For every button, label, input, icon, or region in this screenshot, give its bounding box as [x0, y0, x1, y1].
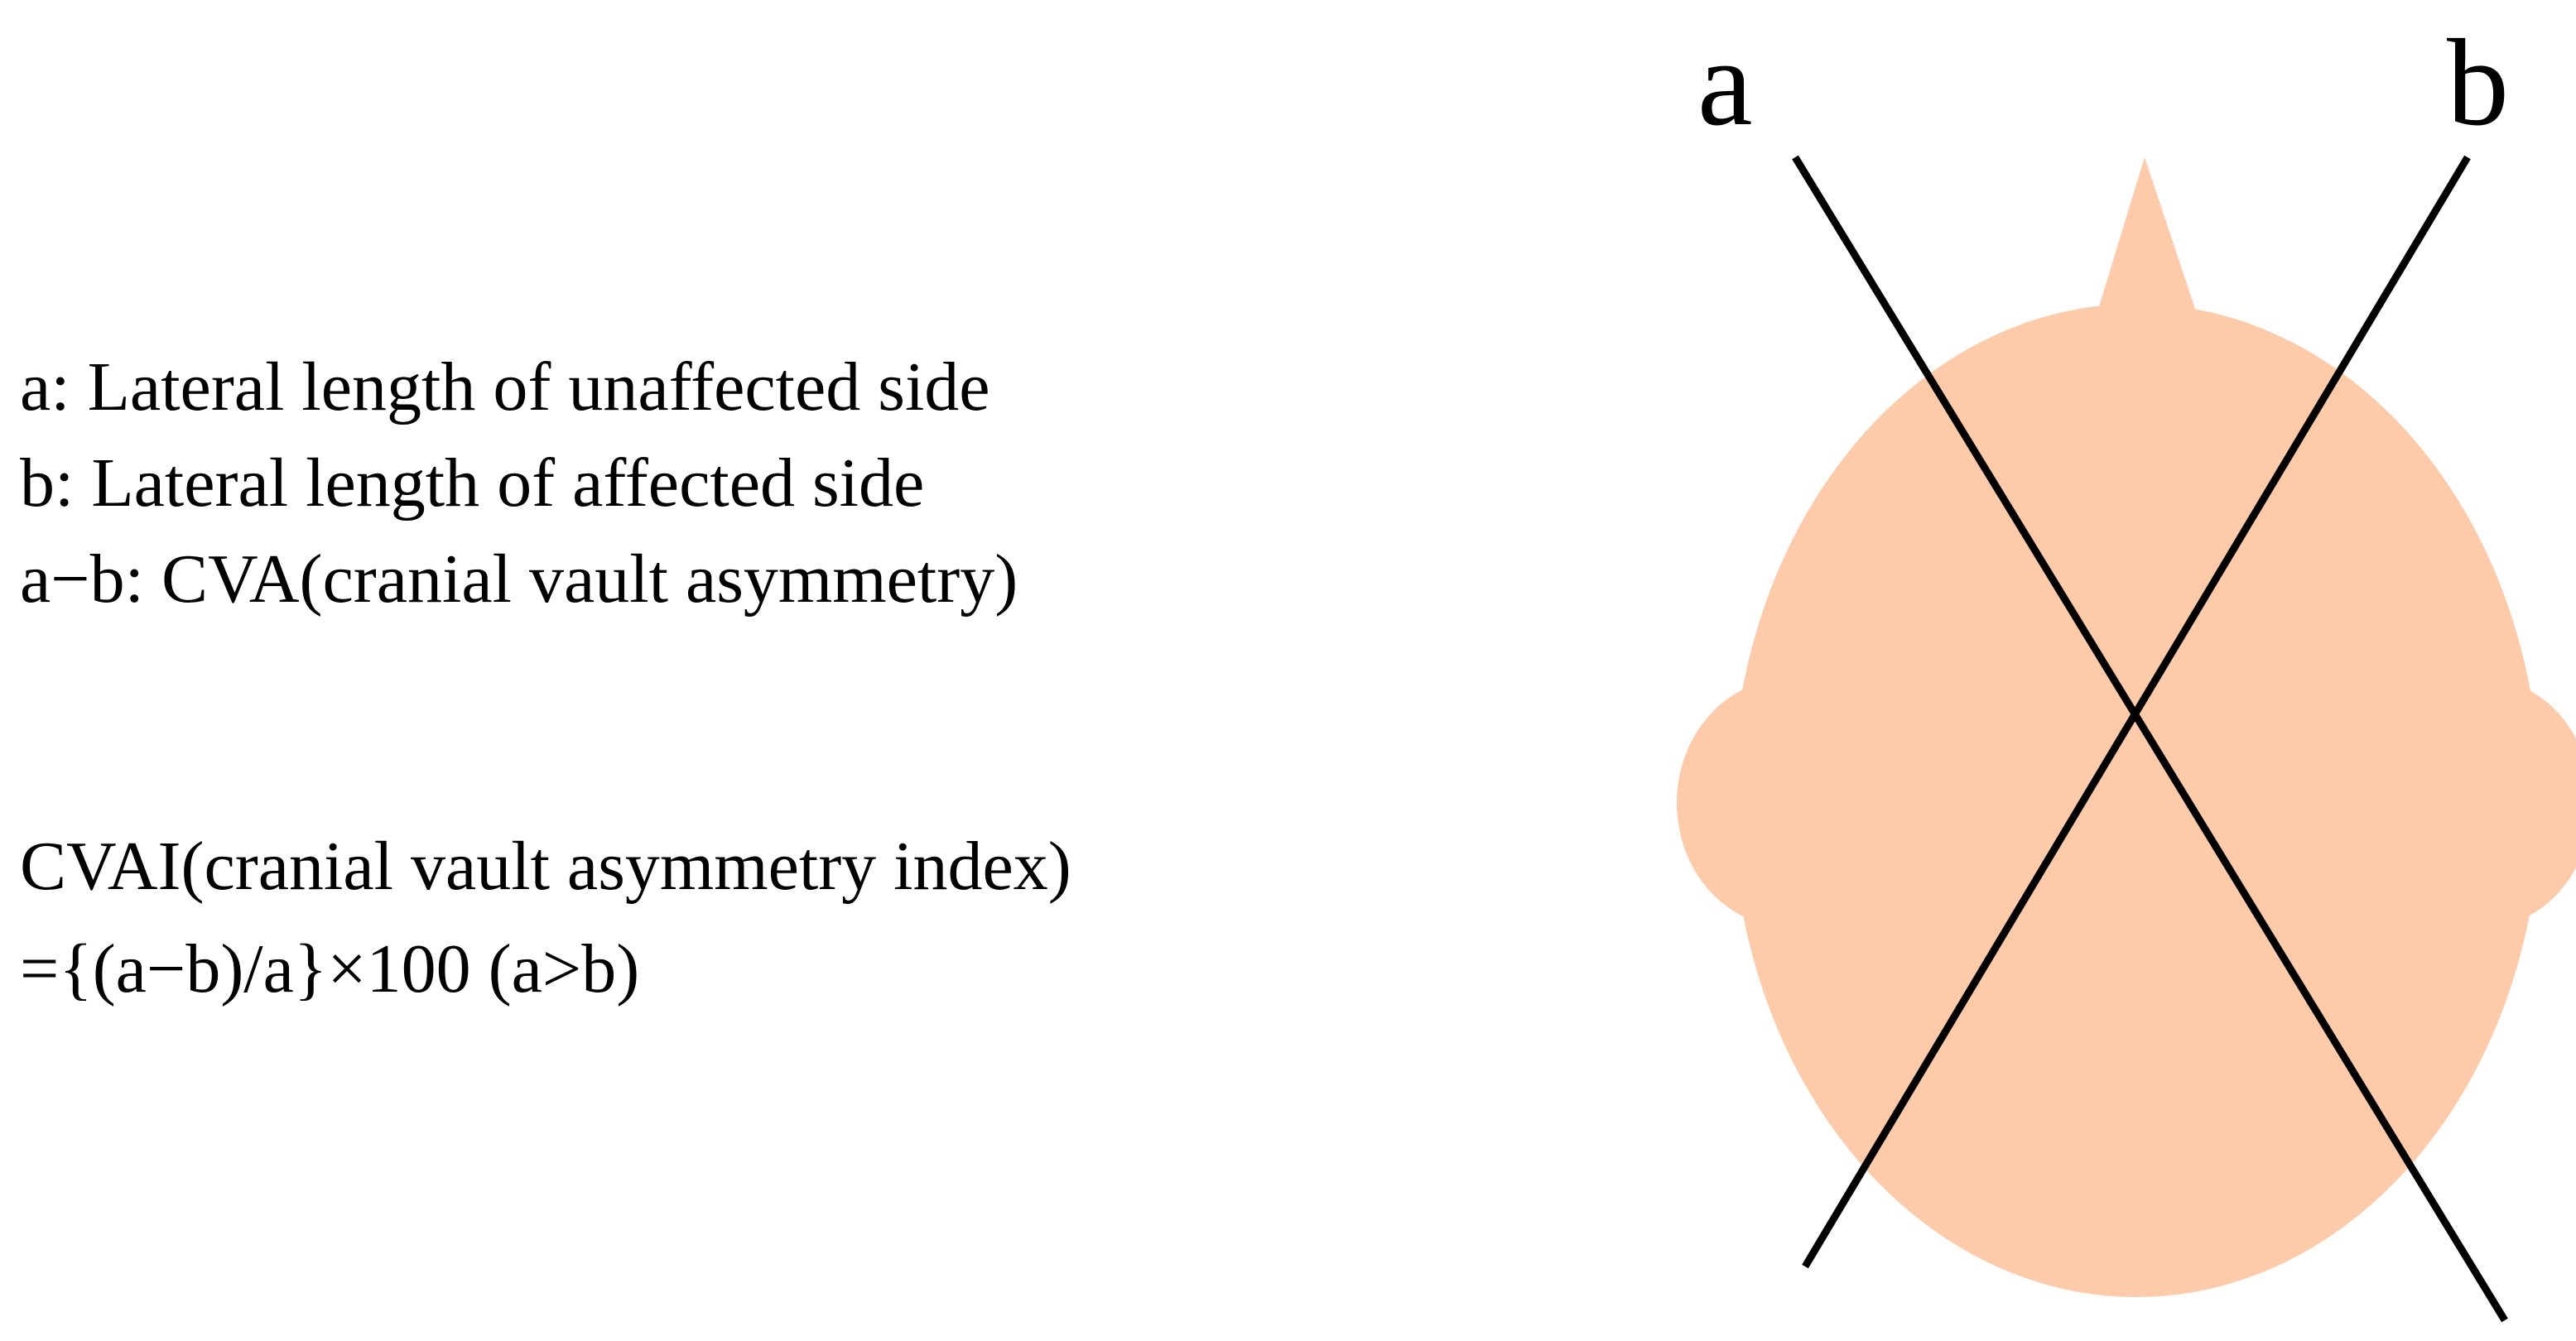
definition-cva: a−b: CVA(cranial vault asymmetry) [20, 541, 1018, 618]
cvai-formula: CVAI(cranial vault asymmetry index) ={(a… [20, 815, 1071, 1021]
label-a: a [1697, 14, 1753, 151]
head-shape [1732, 304, 2540, 1297]
diagonal-a [1792, 155, 2508, 1323]
diagonal-b [1802, 155, 2471, 1269]
definition-b: b: Lateral length of affected side [20, 445, 925, 522]
cvai-title: CVAI(cranial vault asymmetry index) [20, 828, 1071, 905]
hair-tuft [2099, 157, 2198, 319]
cvai-equation: ={(a−b)/a}×100 (a>b) [20, 930, 640, 1007]
definition-a: a: Lateral length of unaffected side [20, 348, 990, 425]
label-b: b [2447, 14, 2509, 151]
definitions-legend: a: Lateral length of unaffected side b: … [20, 339, 1018, 627]
